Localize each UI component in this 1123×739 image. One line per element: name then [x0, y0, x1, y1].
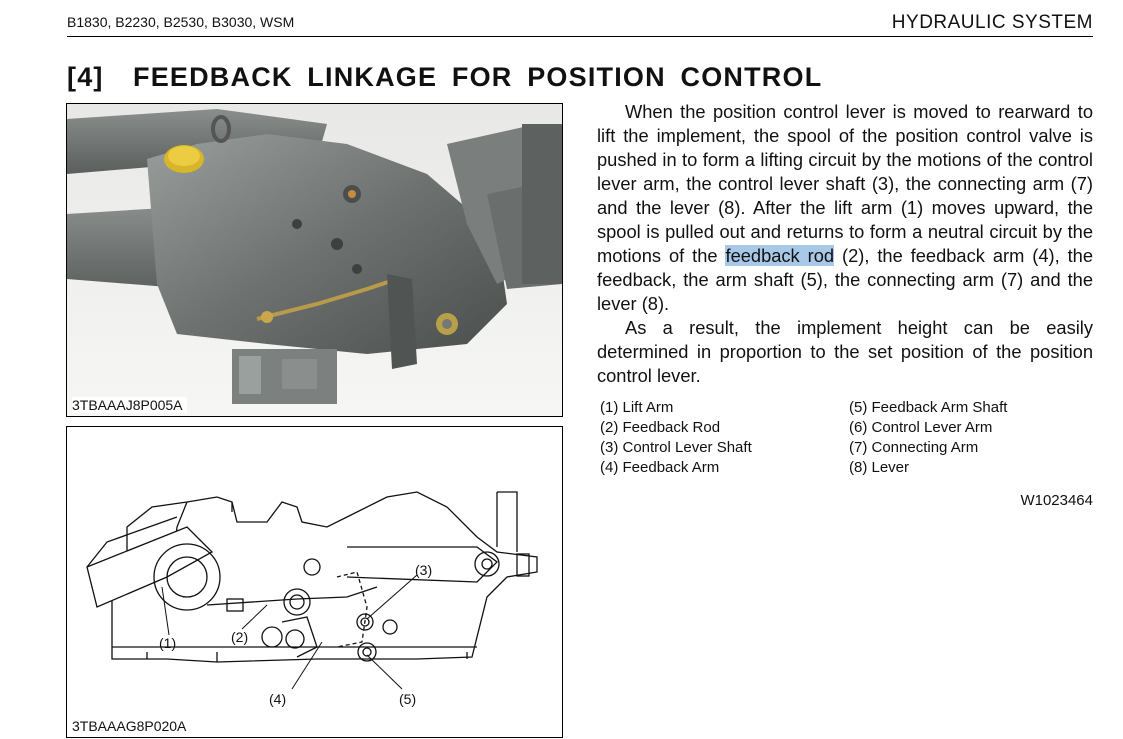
callout-2: (2) — [231, 629, 248, 645]
legend-item: (3) Control Lever Shaft — [600, 439, 752, 456]
paragraph-2: As a result, the implement height can be… — [597, 317, 1093, 386]
photo-caption: 3TBAAAJ8P005A — [72, 397, 187, 413]
callout-3: (3) — [415, 562, 432, 578]
paragraph-1-start: When the position control lever is moved… — [597, 101, 1093, 266]
header-section: HYDRAULIC SYSTEM — [891, 12, 1093, 33]
paragraph-1: When the position control lever is moved… — [597, 100, 1093, 316]
description-text: When the position control lever is moved… — [597, 100, 1093, 388]
header-models: B1830, B2230, B2530, B3030, WSM — [67, 14, 295, 30]
diagram-figure: (1) (2) (3) (4) (5) 3TBAAAG8P020A — [66, 426, 563, 738]
legend-item: (4) Feedback Arm — [600, 459, 720, 476]
legend-left: (1) Lift Arm (2) Feedback Rod (3) Contro… — [600, 398, 752, 478]
legend-item: (8) Lever — [849, 459, 910, 476]
diagram-caption: 3TBAAAG8P020A — [72, 718, 191, 734]
legend-item: (2) Feedback Rod — [600, 419, 721, 436]
page-title: [4] FEEDBACK LINKAGE FOR POSITION CONTRO… — [67, 62, 823, 92]
callout-1: (1) — [159, 635, 176, 651]
callout-4: (4) — [269, 691, 286, 707]
hydraulic-unit-photo — [67, 104, 562, 416]
document-code: W1023464 — [1020, 492, 1093, 509]
photo-figure: 3TBAAAJ8P005A — [66, 103, 563, 417]
header-rule — [67, 36, 1093, 37]
legend-item: (5) Feedback Arm Shaft — [849, 399, 1008, 416]
legend-item: (7) Connecting Arm — [849, 439, 979, 456]
linkage-diagram: (1) (2) (3) (4) (5) — [86, 491, 538, 707]
highlighted-feedback-rod[interactable]: feedback rod — [725, 245, 835, 266]
legend-item: (6) Control Lever Arm — [849, 419, 993, 436]
paragraph-1-end: (2), the feedback arm (4), the feedback,… — [597, 245, 1093, 314]
legend-right: (5) Feedback Arm Shaft (6) Control Lever… — [849, 398, 1007, 478]
callout-5: (5) — [399, 691, 416, 707]
legend-item: (1) Lift Arm — [600, 399, 674, 416]
